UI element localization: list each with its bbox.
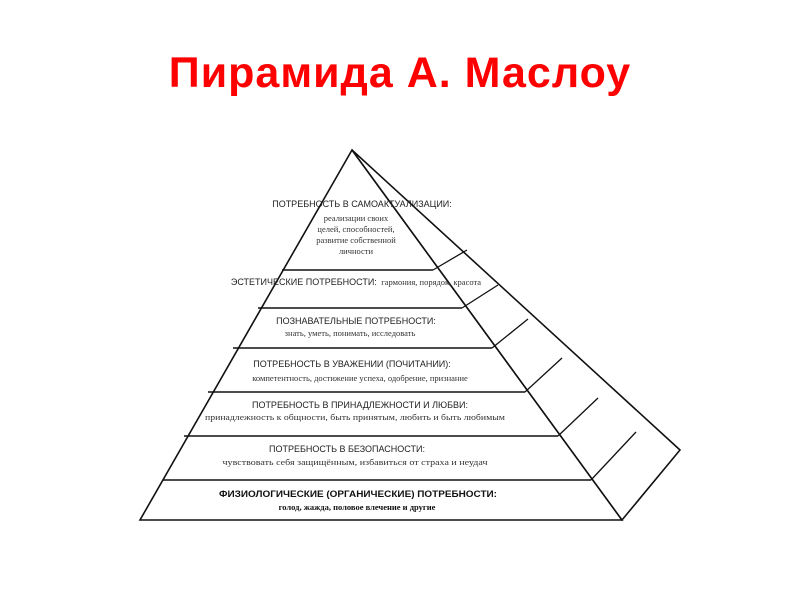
level-desc-line: развитие собственной xyxy=(316,235,396,245)
pyramid-side-face xyxy=(351,149,682,522)
side-divider xyxy=(432,249,468,271)
level-title: ПОТРЕБНОСТЬ В БЕЗОПАСНОСТИ: xyxy=(269,444,425,454)
side-divider xyxy=(524,357,563,393)
level-title: ПОТРЕБНОСТЬ В САМОАКТУАЛИЗАЦИИ: xyxy=(272,199,452,209)
level-dividers xyxy=(163,269,591,481)
side-divider xyxy=(461,284,499,309)
level-desc-line: реализации своих xyxy=(324,213,389,223)
svg-text:ЭСТЕТИЧЕСКИЕ ПОТРЕБНОСТИ:: ЭСТЕТИЧЕСКИЕ ПОТРЕБНОСТИ: гармония, поря… xyxy=(231,272,481,289)
level-desc-line: личности xyxy=(339,246,374,256)
level-title: ПОЗНАВАТЕЛЬНЫЕ ПОТРЕБНОСТИ: xyxy=(276,316,436,326)
level-desc-line: принадлежность к общности, быть принятым… xyxy=(205,412,506,422)
level-cognitive: ПОЗНАВАТЕЛЬНЫЕ ПОТРЕБНОСТИ: знать, уметь… xyxy=(276,316,436,338)
level-desc-line: голод, жажда, половое влечение и другие xyxy=(279,502,436,512)
level-aesthetic: ЭСТЕТИЧЕСКИЕ ПОТРЕБНОСТИ: гармония, поря… xyxy=(231,272,481,289)
level-title: ЭСТЕТИЧЕСКИЕ ПОТРЕБНОСТИ: xyxy=(231,277,377,287)
level-title: ПОТРЕБНОСТЬ В УВАЖЕНИИ (ПОЧИТАНИИ): xyxy=(253,359,451,369)
level-desc-line: целей, способностей, xyxy=(317,224,394,234)
side-divider xyxy=(557,397,599,437)
level-safety: ПОТРЕБНОСТЬ В БЕЗОПАСНОСТИ: чувствовать … xyxy=(223,444,489,467)
level-title: ПОТРЕБНОСТЬ В ПРИНАДЛЕЖНОСТИ И ЛЮБВИ: xyxy=(252,400,468,410)
level-belonging: ПОТРЕБНОСТЬ В ПРИНАДЛЕЖНОСТИ И ЛЮБВИ: пр… xyxy=(205,400,506,422)
level-desc-inline: гармония, порядок, красота xyxy=(381,277,481,287)
level-desc-line: знать, уметь, понимать, исследовать xyxy=(285,328,416,338)
level-esteem: ПОТРЕБНОСТЬ В УВАЖЕНИИ (ПОЧИТАНИИ): комп… xyxy=(252,359,468,383)
slide-title: Пирамида А. Маслоу xyxy=(168,49,632,97)
level-self-actualization: ПОТРЕБНОСТЬ В САМОАКТУАЛИЗАЦИИ: реализац… xyxy=(272,199,452,256)
level-desc-line: чувствовать себя защищённым, избавиться … xyxy=(223,457,489,467)
side-divider xyxy=(491,318,529,349)
level-desc-line: компетентность, достижение успеха, одобр… xyxy=(252,373,468,383)
level-physiological: ФИЗИОЛОГИЧЕСКИЕ (ОРГАНИЧЕСКИЕ) ПОТРЕБНОС… xyxy=(219,489,497,512)
level-title: ФИЗИОЛОГИЧЕСКИЕ (ОРГАНИЧЕСКИЕ) ПОТРЕБНОС… xyxy=(219,489,497,499)
side-divider xyxy=(590,431,637,481)
side-dividers xyxy=(432,249,637,481)
